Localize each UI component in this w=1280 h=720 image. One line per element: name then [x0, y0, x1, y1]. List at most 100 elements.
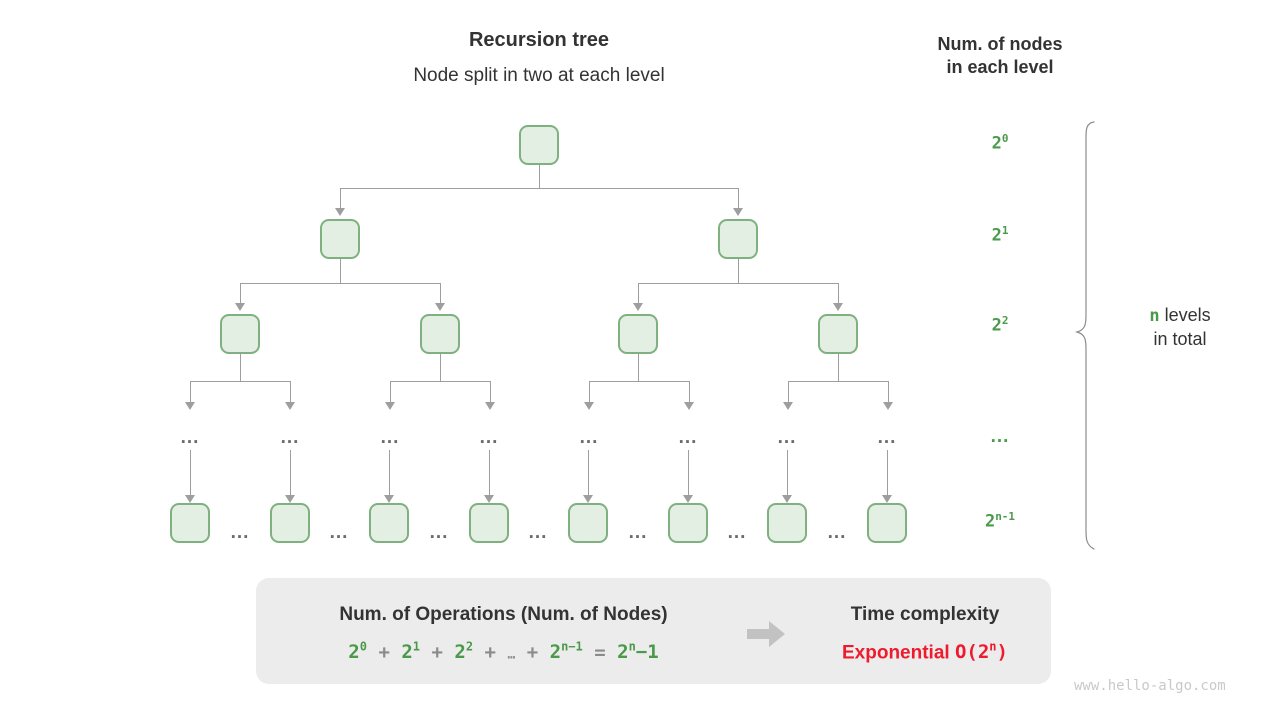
connector-l2-n2-stem: [440, 354, 441, 381]
connector-l3-d1-drop: [788, 381, 789, 404]
level-count-last-base: 2: [984, 511, 996, 532]
tree-ellipsis-l4: ...: [329, 522, 349, 543]
arrowhead-l2-n3: [633, 303, 643, 311]
arrowhead-l4-4: [484, 495, 494, 503]
connector-l1r-l2-bar: [638, 283, 838, 284]
tree-node-l2-3: [618, 314, 658, 354]
tree-ellipsis-l4: ...: [628, 522, 648, 543]
tree-node-l4-4: [469, 503, 509, 543]
tree-ellipsis-l4: ...: [230, 522, 250, 543]
connector-l1-right-stem: [738, 259, 739, 283]
tree-ellipsis-l3: ...: [180, 427, 200, 448]
arrowhead-l1-left: [335, 208, 345, 216]
tree-node-l2-2: [420, 314, 460, 354]
summary-box: [256, 578, 1051, 684]
levels-brace: [1070, 118, 1104, 554]
connector-l2-n4-drop: [838, 283, 839, 305]
level-count-2: 22: [950, 314, 1050, 336]
formula-equals: =: [594, 641, 606, 664]
connector-l4-8-stem: [887, 450, 888, 497]
tree-node-l2-4: [818, 314, 858, 354]
connector-l3-b1-drop: [390, 381, 391, 404]
arrowhead-l1-right: [733, 208, 743, 216]
tree-ellipsis-l4: ...: [429, 522, 449, 543]
arrowhead-l3-c1: [584, 402, 594, 410]
level-count-2-exp: 2: [1001, 314, 1009, 327]
connector-l4-5-stem: [588, 450, 589, 497]
arrowhead-l2-n4: [833, 303, 843, 311]
connector-l1l-l2-bar: [240, 283, 440, 284]
tree-ellipsis-l4: ...: [528, 522, 548, 543]
total-levels-label: n levels in total: [1100, 304, 1260, 352]
arrowhead-l4-8: [882, 495, 892, 503]
levels-word: levels: [1164, 305, 1211, 325]
connector-l4-3-stem: [389, 450, 390, 497]
tree-ellipsis-l3: ...: [877, 427, 897, 448]
formula-plus-1: +: [378, 641, 390, 664]
connector-l3-c2-drop: [689, 381, 690, 404]
connector-l2-n1-bar: [190, 381, 290, 382]
levels-variable: n: [1149, 306, 1160, 326]
tree-node-l4-8: [867, 503, 907, 543]
tree-node-l4-7: [767, 503, 807, 543]
arrowhead-l3-b1: [385, 402, 395, 410]
tree-node-l0-1: [519, 125, 559, 165]
tree-ellipsis-l3: ...: [479, 427, 499, 448]
arrowhead-l2-n1: [235, 303, 245, 311]
connector-l4-4-stem: [489, 450, 490, 497]
connector-l4-2-stem: [290, 450, 291, 497]
connector-l2-n2-drop: [440, 283, 441, 305]
total-levels-line1: n levels: [1100, 304, 1260, 328]
arrowhead-l4-2: [285, 495, 295, 503]
connector-l2-n3-drop: [638, 283, 639, 305]
connector-l2-n4-stem: [838, 354, 839, 381]
total-levels-line2: in total: [1153, 328, 1207, 349]
tree-node-l1-2: [718, 219, 758, 259]
level-count-1-base: 2: [991, 225, 1002, 246]
arrowhead-l4-1: [185, 495, 195, 503]
connector-l2-n3-bar: [589, 381, 689, 382]
tree-node-l4-1: [170, 503, 210, 543]
tree-node-l1-1: [320, 219, 360, 259]
tree-node-l4-2: [270, 503, 310, 543]
tree-node-l2-1: [220, 314, 260, 354]
arrowhead-l4-3: [384, 495, 394, 503]
complexity-title: Time complexity: [850, 604, 1000, 625]
connector-l4-6-stem: [688, 450, 689, 497]
page-title: Recursion tree: [468, 29, 610, 51]
formula-term-2: 21: [401, 640, 421, 664]
arrowhead-l2-n2: [435, 303, 445, 311]
connector-l2-n2-bar: [390, 381, 490, 382]
tree-ellipsis-l3: ...: [380, 427, 400, 448]
connector-l2-n1-drop: [240, 283, 241, 305]
formula-plus-2: +: [431, 641, 443, 664]
level-count-last: 2n-1: [950, 510, 1050, 532]
level-count-0: 20: [950, 132, 1050, 154]
column-title-line2: in each level: [946, 57, 1054, 78]
column-title: Num. of nodes in each level: [880, 33, 1120, 79]
level-count-1: 21: [950, 224, 1050, 246]
arrowhead-l3-d2: [883, 402, 893, 410]
connector-l2-n4-bar: [788, 381, 888, 382]
arrowhead-l3-c2: [684, 402, 694, 410]
connector-l3-c1-drop: [589, 381, 590, 404]
connector-l3-a2-drop: [290, 381, 291, 404]
connector-l4-1-stem: [190, 450, 191, 497]
tree-ellipsis-l3: ...: [579, 427, 599, 448]
formula-term-3: 22: [454, 640, 474, 664]
tree-ellipsis-l3: ...: [280, 427, 300, 448]
connector-root-stem: [539, 164, 540, 188]
column-title-line1: Num. of nodes: [937, 34, 1063, 54]
arrowhead-l3-a2: [285, 402, 295, 410]
tree-node-l4-5: [568, 503, 608, 543]
complexity-value: Exponential: [842, 642, 950, 664]
connector-l3-d2-drop: [888, 381, 889, 404]
formula-plus-4: +: [526, 641, 539, 664]
connector-l1-left-drop: [340, 188, 341, 210]
tree-node-l4-3: [369, 503, 409, 543]
connector-l3-a1-drop: [190, 381, 191, 404]
connector-l1-right-drop: [738, 188, 739, 210]
arrowhead-l3-b2: [485, 402, 495, 410]
operations-title: Num. of Operations (Num. of Nodes): [339, 604, 668, 625]
